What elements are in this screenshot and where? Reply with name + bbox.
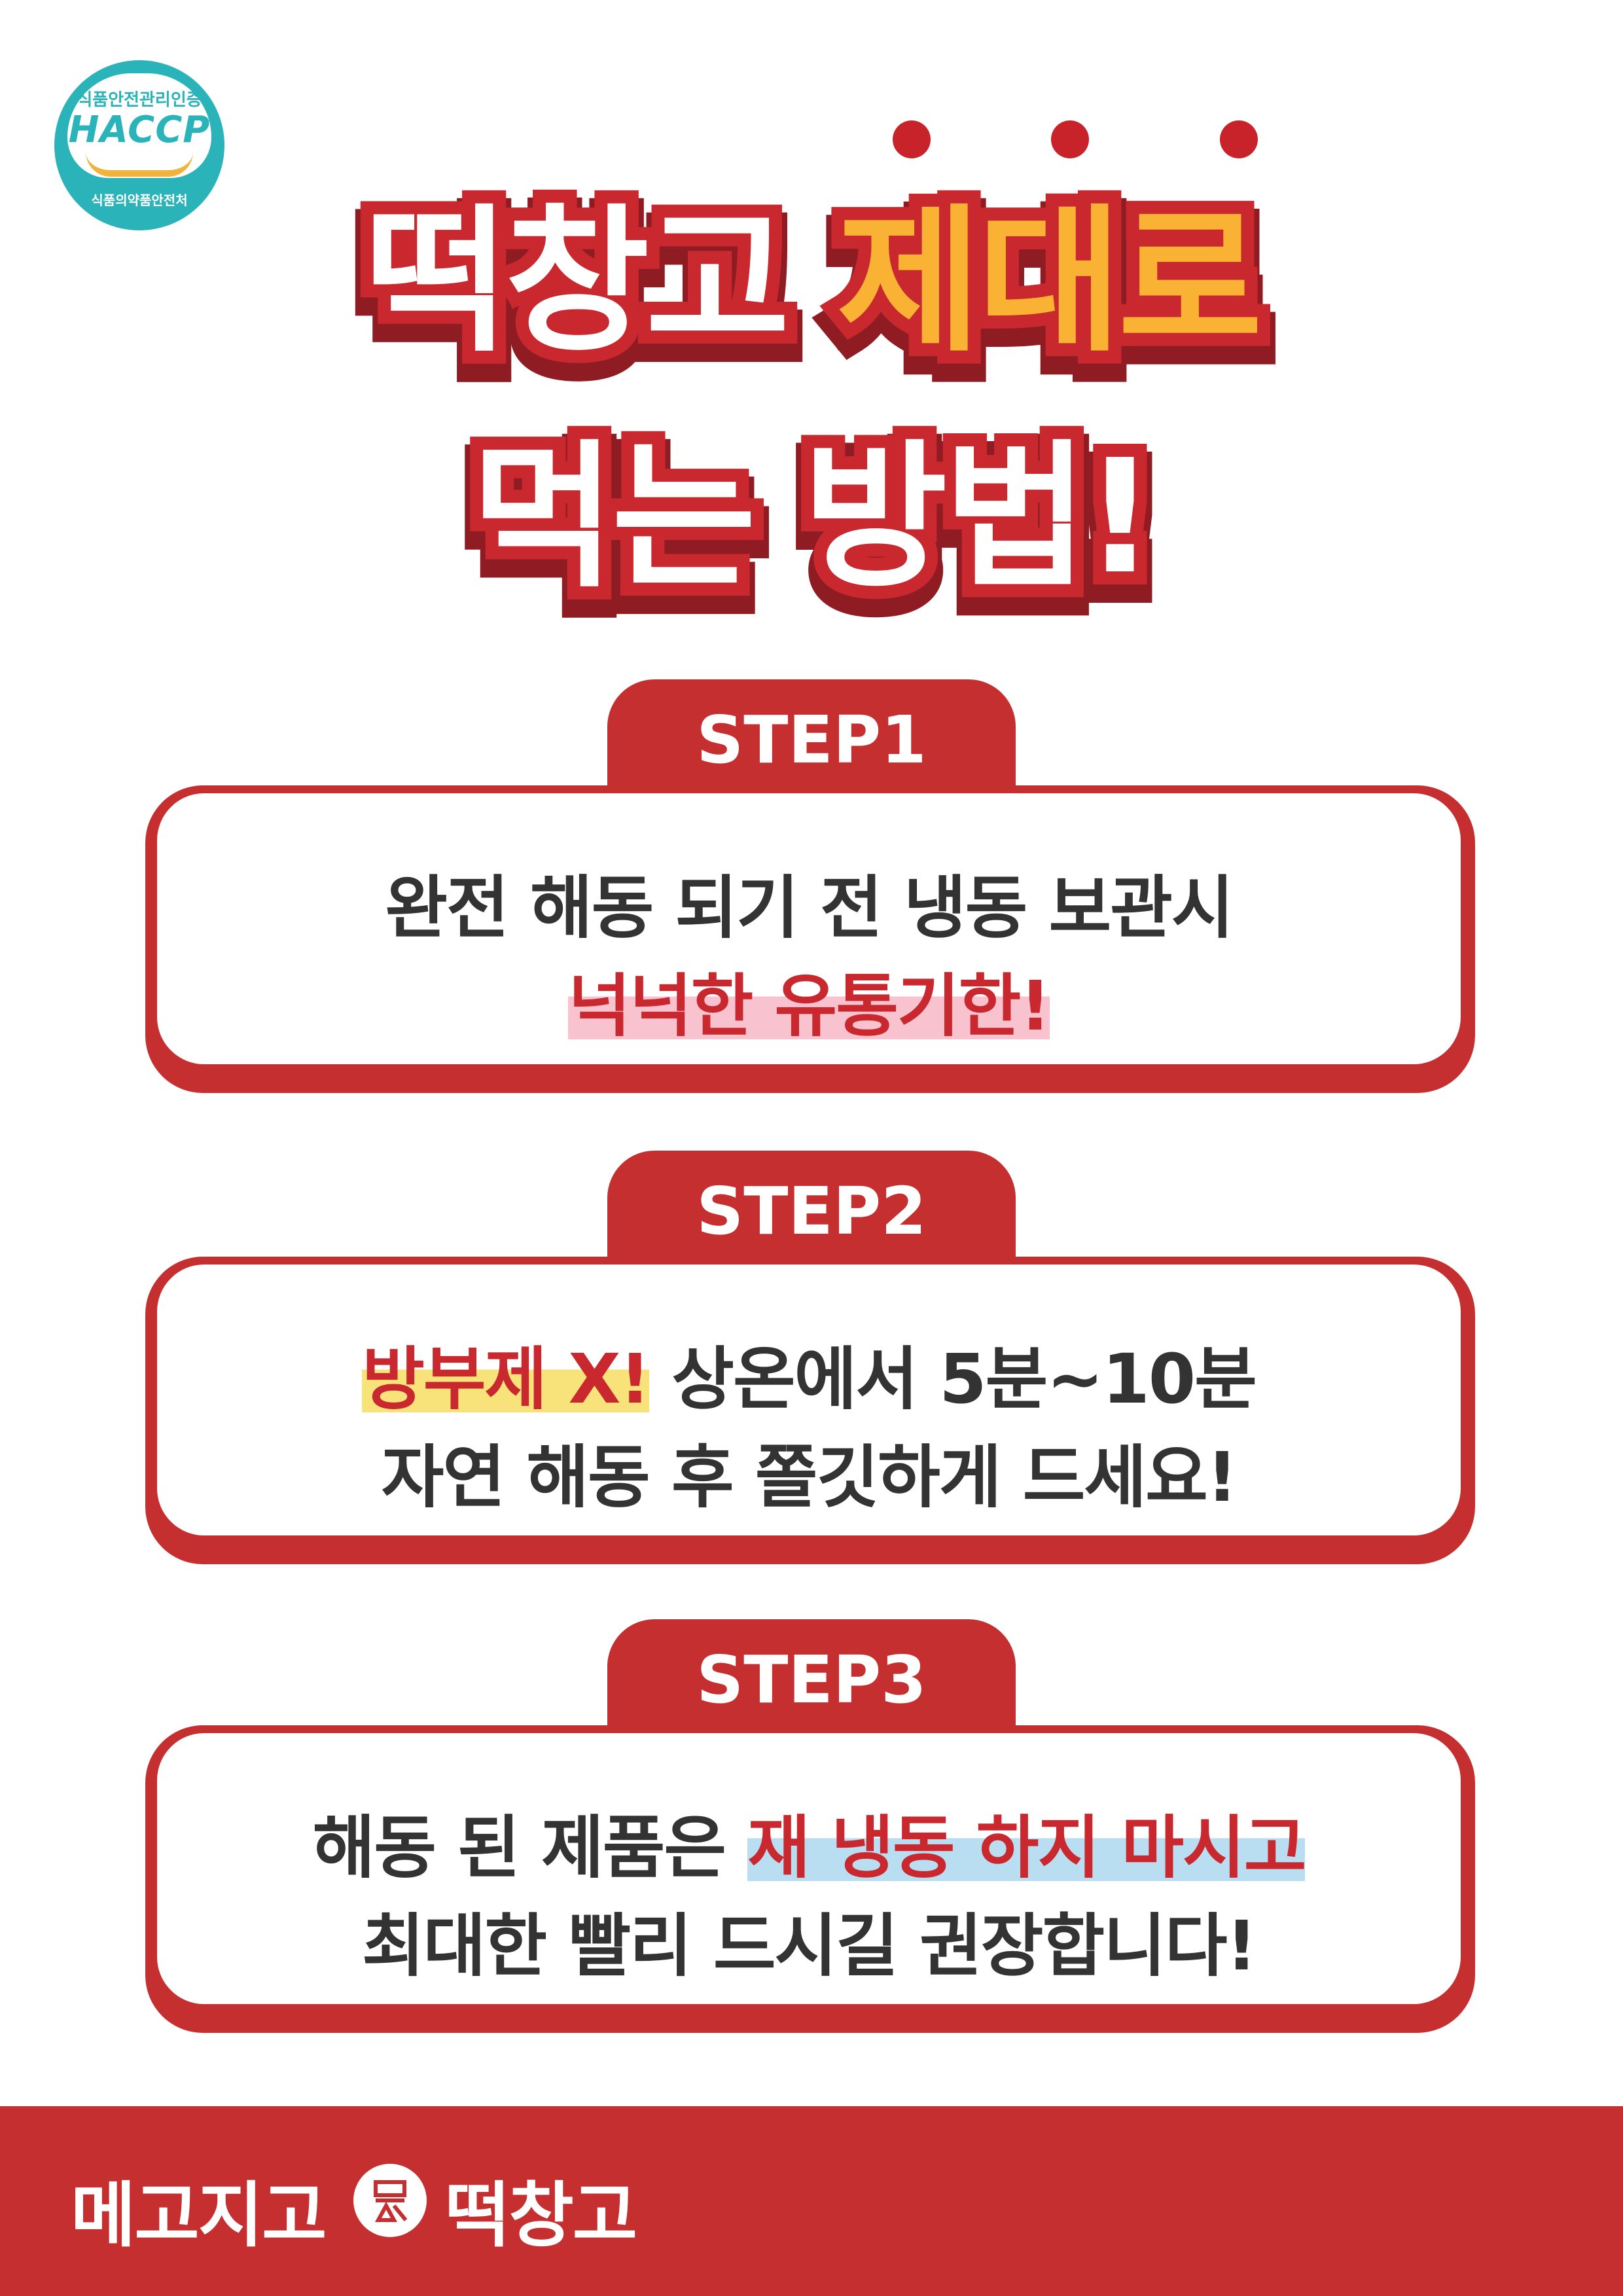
decorative-dot-icon [1220,120,1258,158]
step2-line1: 방부제 X! 상온에서 5분~10분 [157,1323,1461,1422]
title-line2-outline: 먹는 방법! [458,419,1169,615]
title-line2-shadow: 먹는 방법! [453,427,1174,634]
title-line1: 떡창고 제대로 [0,196,1623,367]
haccp-badge-bottom-text: 식품의약품안전처 [91,192,188,208]
step1-line2: 넉넉한 유통기한! [157,950,1461,1049]
haccp-swoosh-icon [86,152,193,177]
step3-line2: 최대한 빨리 드시길 권장합니다! [362,1906,1257,1986]
step1-card: 완전 해동 되기 전 냉동 보관시 넉넉한 유통기한! [149,785,1469,1072]
title-word-highlight: 제대로 [836,190,1262,373]
title-line2: 먹는 방법! [471,425,1156,609]
haccp-badge-name: HACCP [68,109,211,151]
step2-card: 방부제 X! 상온에서 5분~10분 자연 해동 후 쫄깃하게 드세요! [149,1257,1469,1543]
footer-bar: 메고지고 떡창고 [0,2106,1623,2296]
haccp-badge-top-text: 식품안전관리인증 [77,90,202,110]
footer-brand-tteokchanggo: 떡창고 [445,2175,637,2257]
decorative-dot-icon [893,120,931,158]
step3-line1-start: 해동 된 제품은 [312,1808,726,1888]
step3-highlight: 재 냉동 하지 마시고 [747,1808,1306,1888]
step1-tab: STEP1 [607,679,1016,791]
step1-line1: 완전 해동 되기 전 냉동 보관시 [385,868,1234,948]
title-line1-outline: 떡창고 제대로 [351,183,1275,380]
title-word-brand: 떡창고 [364,190,790,373]
footer-brand-megojigo: 메고지고 [71,2175,327,2257]
step2-tab: STEP2 [607,1151,1016,1262]
step2-highlight: 방부제 X! [362,1339,651,1419]
decorative-dot-icon [1051,120,1089,158]
brand-logo-icon [353,2164,427,2237]
step2-line1-rest: 상온에서 5분~10분 [671,1339,1257,1419]
step3-card: 해동 된 제품은 재 냉동 하지 마시고 최대한 빨리 드시길 권장합니다! [149,1725,1469,2012]
haccp-badge: 식품안전관리인증 HACCP 식품의약품안전처 [54,60,224,230]
step2-line2: 자연 해동 후 쫄깃하게 드세요! [381,1437,1238,1517]
step3-line1: 해동 된 제품은 재 냉동 하지 마시고 [157,1792,1461,1891]
title-line1-shadow: 떡창고 제대로 [346,191,1281,398]
step1-highlight: 넉넉한 유통기한! [568,966,1051,1046]
brand-logo-glyph-icon [374,2180,408,2222]
step3-tab: STEP3 [607,1619,1016,1731]
